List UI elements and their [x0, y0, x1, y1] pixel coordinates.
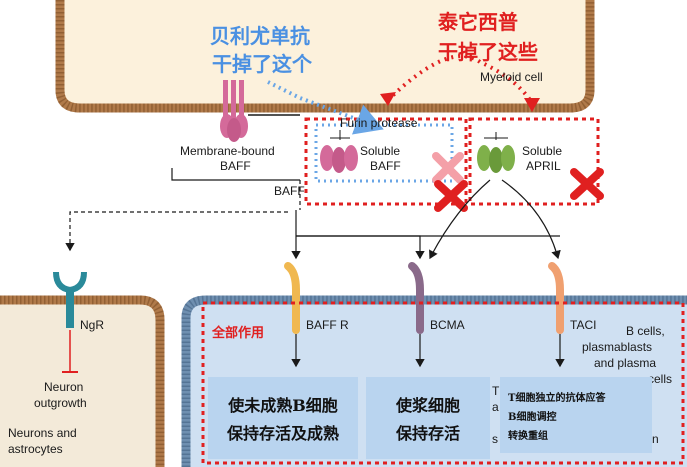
- telitacicept-arrowhead-right: [524, 98, 540, 112]
- telitacicept-target-box-april: [468, 117, 600, 206]
- telitacicept-arrowhead-left: [380, 92, 396, 106]
- belimumab-target-box: [314, 123, 454, 183]
- bcells-label-4: cells: [648, 372, 673, 386]
- partial-text-2: a: [492, 400, 499, 414]
- nar-label: NgR: [80, 318, 105, 332]
- baffr-function-box: 使未成熟B细胞 保持存活及成熟: [208, 377, 358, 459]
- telitacicept-annotation-line1: 泰它西普: [438, 12, 518, 34]
- telitacicept-annotation-line2: 干掉了这些: [438, 42, 538, 64]
- baffr-function-line2: 保持存活及成熟: [226, 424, 339, 443]
- soluble-baff-label-2: BAFF: [370, 159, 401, 173]
- neuron-outgrowth-label-1: Neuron: [44, 380, 84, 394]
- baffr-function-line1: 使未成熟B细胞: [228, 396, 338, 415]
- bcells-label-2: plasmablasts: [582, 340, 653, 354]
- signal-arrows: [65, 179, 561, 260]
- membrane-bound-baff-label-2: BAFF: [220, 159, 251, 173]
- soluble-baff-label-1: Soluble: [360, 144, 401, 158]
- belimumab-annotation-line2: 干掉了这个: [212, 54, 312, 76]
- block-x-icon: [432, 152, 604, 212]
- myeloid-cell-label: Myeloid cell: [480, 70, 543, 84]
- telitacicept-target-box-baff: [304, 117, 468, 206]
- neurons-astrocytes-label-1: Neurons and: [8, 426, 77, 440]
- soluble-april-icon: [477, 132, 515, 173]
- soluble-april-label-2: APRIL: [526, 159, 561, 173]
- taci-function-line2: B细胞调控: [508, 411, 557, 423]
- taci-function-box: T细胞独立的抗体应答 B细胞调控 转换重组: [500, 377, 652, 453]
- belimumab-annotation-line1: 贝利尤单抗: [210, 26, 310, 48]
- soluble-april-label-1: Soluble: [522, 144, 563, 158]
- bcells-label-1: B cells,: [626, 324, 665, 338]
- furin-protease-label: Furin protease: [340, 116, 418, 130]
- baffr-label: BAFF R: [306, 318, 349, 332]
- myeloid-cell: [55, 0, 595, 113]
- membrane-bound-baff-icon: [220, 80, 248, 142]
- neurons-astrocytes-label-2: astrocytes: [8, 442, 63, 456]
- all-effects-annotation: 全部作用: [212, 325, 265, 340]
- bcma-function-box: 使浆细胞 保持存活: [366, 377, 490, 459]
- all-effects-box: [201, 301, 685, 465]
- taci-receptor-icon: [548, 262, 564, 334]
- bcells-label-3: and plasma: [594, 356, 657, 370]
- ngr-receptor-icon: [53, 271, 87, 328]
- soluble-baff-icon: [320, 130, 358, 173]
- baff-bracket: [171, 168, 300, 181]
- membrane-bound-baff-label-1: Membrane-bound: [180, 144, 275, 158]
- baff-label: BAFF: [274, 184, 305, 198]
- bcma-function-line1: 使浆细胞: [395, 396, 460, 415]
- telitacicept-arc: [386, 54, 537, 109]
- bcma-receptor-icon: [408, 262, 424, 334]
- taci-function-line3: 转换重组: [508, 430, 548, 442]
- partial-text-1: T: [492, 384, 500, 398]
- taci-label: TACI: [570, 318, 597, 332]
- neuron-cell: [0, 295, 165, 467]
- bcma-label: BCMA: [430, 318, 465, 332]
- neuron-outgrowth-label-2: outgrowth: [34, 396, 87, 410]
- partial-text-4: n: [652, 432, 659, 446]
- taci-function-line1: T细胞独立的抗体应答: [508, 392, 606, 404]
- baffr-receptor-icon: [284, 262, 300, 334]
- bcma-function-line2: 保持存活: [395, 424, 460, 443]
- partial-text-3: s: [492, 432, 498, 446]
